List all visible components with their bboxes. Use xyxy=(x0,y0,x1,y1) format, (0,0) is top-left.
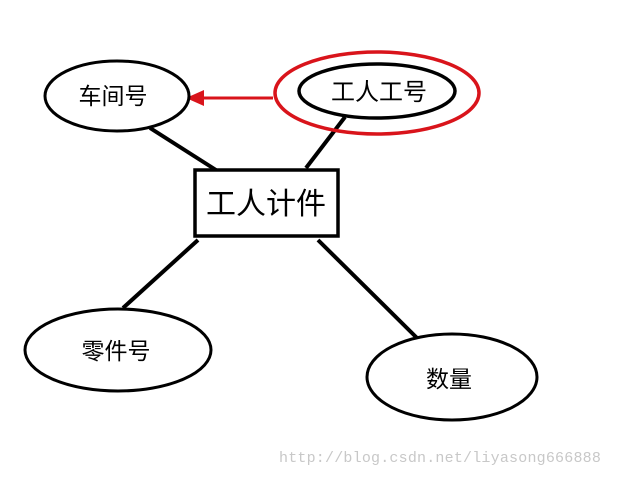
attribute-quantity: 数量 xyxy=(365,332,539,422)
attribute-part-no-label: 零件号 xyxy=(82,339,151,365)
highlight-ring xyxy=(273,50,481,136)
watermark-url: http://blog.csdn.net/liyasong666888 xyxy=(279,450,602,467)
connector-quantity xyxy=(316,238,419,340)
connector-workshop xyxy=(148,126,218,172)
attribute-workshop-no: 车间号 xyxy=(43,59,191,133)
connector-worker xyxy=(304,115,347,170)
attribute-worker-no-label: 工人工号 xyxy=(331,78,427,106)
entity-worker-piecework: 工人计件 xyxy=(193,168,340,238)
entity-label: 工人计件 xyxy=(206,187,326,222)
attribute-worker-no: 工人工号 xyxy=(297,62,457,120)
attribute-workshop-no-label: 车间号 xyxy=(79,84,148,110)
connector-part xyxy=(121,238,200,310)
dependency-arrow-head xyxy=(186,90,204,106)
attribute-quantity-label: 数量 xyxy=(426,367,472,393)
attribute-part-no: 零件号 xyxy=(23,307,213,393)
